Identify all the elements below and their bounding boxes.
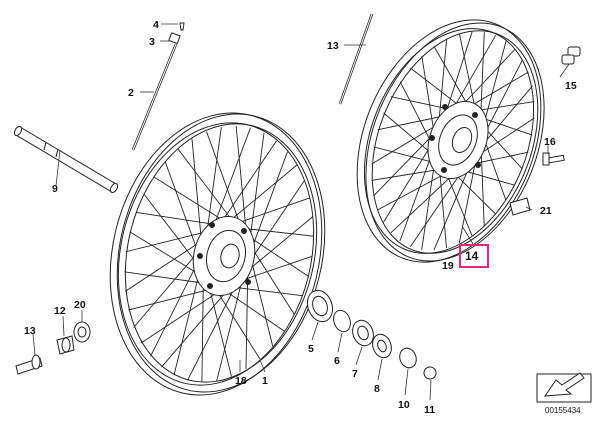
spoke: [125, 229, 214, 253]
spoke: [128, 287, 217, 311]
spoke: [421, 155, 437, 250]
callout-1: 1: [262, 375, 268, 387]
spoke: [191, 138, 203, 249]
callout-8: 8: [374, 383, 380, 395]
spoke: [373, 146, 441, 165]
callout-3: 3: [149, 36, 155, 48]
callout-18: 18: [235, 375, 247, 387]
callout-16: 15: [565, 80, 577, 92]
callout-4: 4: [153, 19, 159, 31]
spoke: [383, 137, 437, 223]
reference-number: 00155434: [545, 406, 581, 415]
spoke: [383, 112, 437, 158]
callout-19: 19: [442, 260, 454, 272]
spoke: [245, 234, 309, 277]
left-small-parts: [15, 321, 91, 375]
callout-labels: 4 3 2 13 15 16 21 19 9 18 1 5 6 7 8 10 1…: [52, 19, 581, 416]
spoke: [218, 140, 277, 227]
spoke: [399, 146, 435, 242]
spoke: [133, 246, 204, 328]
callout-10: 10: [398, 399, 410, 411]
spoke: [140, 288, 224, 344]
spoke: [448, 35, 497, 116]
spoke: [248, 151, 288, 256]
spoke: [373, 128, 440, 197]
spoke: [143, 193, 202, 270]
spoke: [207, 282, 232, 377]
highlighted-callout-14: 14: [465, 249, 479, 263]
bolt-17: [542, 152, 565, 166]
spoke: [205, 127, 222, 240]
rear-wheel: [356, 19, 545, 263]
spoke: [246, 180, 305, 266]
callout-11: 11: [424, 404, 435, 416]
spoke: [377, 169, 453, 211]
spoke: [153, 176, 229, 224]
callout-21: 21: [540, 205, 552, 217]
spoke: [248, 132, 265, 246]
front-wheel-spokes: [124, 125, 314, 383]
spoke: [206, 131, 243, 230]
callout-20: 20: [74, 299, 86, 311]
callout-5: 5: [308, 343, 314, 355]
highlighted-callout-box: [459, 244, 489, 268]
spoke: [248, 242, 295, 315]
callout-12: 12: [54, 305, 66, 317]
spoke: [438, 162, 447, 248]
spoke: [211, 127, 251, 232]
callout-9: 9: [52, 183, 58, 195]
spoke: [390, 168, 460, 234]
spoke: [214, 286, 261, 360]
callout-15: 13: [327, 40, 339, 52]
valve-plug: [561, 46, 581, 65]
spoke: [177, 148, 236, 226]
spoke: [236, 255, 313, 283]
spoke: [371, 167, 446, 181]
spoke: [437, 38, 448, 131]
spoke-detail: [131, 22, 185, 151]
spoke: [233, 197, 310, 225]
spoke: [201, 275, 204, 383]
callout-7: 7: [352, 368, 358, 380]
spoke: [187, 280, 239, 381]
spoke: [161, 285, 232, 368]
callout-13-visible: 13: [24, 325, 36, 337]
spoke: [173, 266, 202, 376]
spoke: [164, 161, 201, 260]
spoke: [150, 256, 202, 357]
spoke: [421, 56, 436, 140]
spoke: [124, 237, 208, 292]
long-spoke: [338, 13, 374, 105]
callout-2: 2: [128, 87, 134, 99]
spoke: [124, 271, 210, 285]
callout-17: 16: [544, 136, 556, 148]
balance-weight: [509, 197, 531, 216]
spoke: [242, 216, 314, 275]
axle: [13, 125, 119, 194]
spoke: [229, 286, 303, 297]
spoke: [240, 227, 314, 237]
spoke: [221, 288, 285, 332]
spoke: [235, 125, 248, 237]
reference-arrow-icon: [536, 372, 592, 403]
front-wheel: [109, 112, 326, 396]
leader-lines: [32, 23, 570, 401]
spoke: [249, 252, 274, 347]
spoke: [216, 272, 245, 381]
bearing-stack: [306, 289, 437, 380]
spoke: [129, 231, 205, 278]
spoke: [135, 211, 221, 226]
spoke: [226, 164, 298, 224]
callout-6: 6: [334, 355, 340, 367]
